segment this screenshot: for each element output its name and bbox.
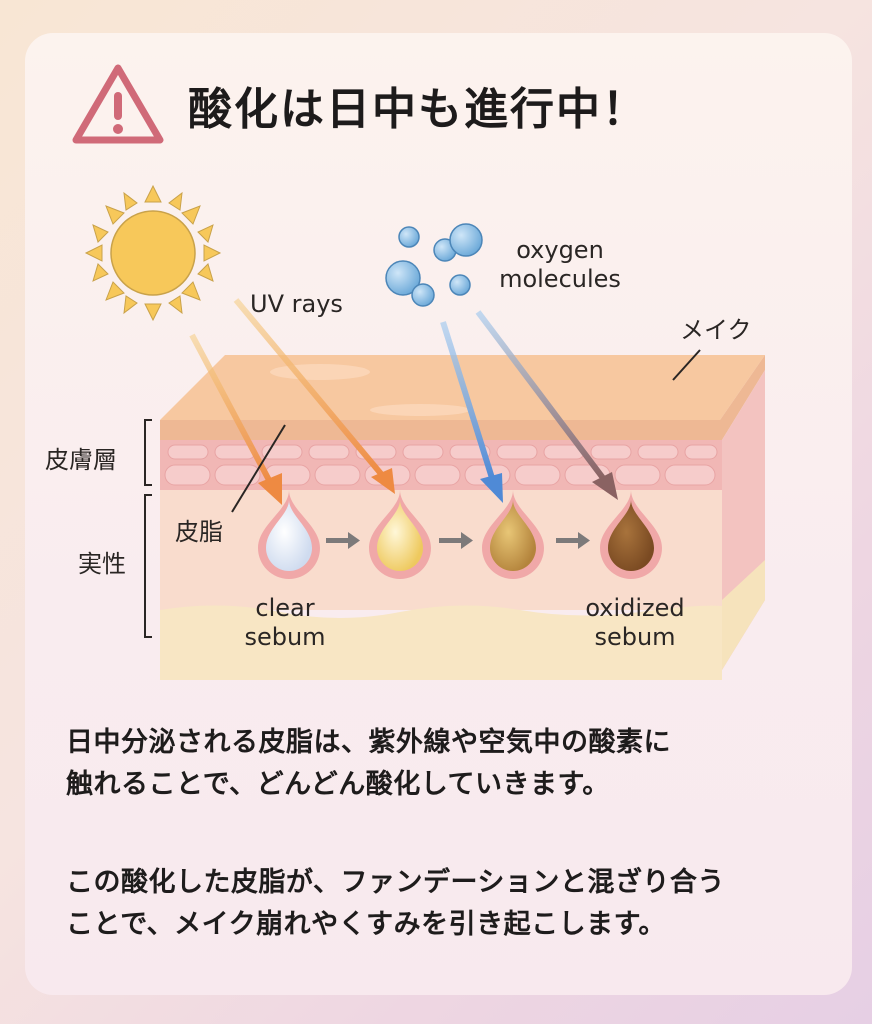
- paragraph-1: 日中分泌される皮脂は、紫外線や空気中の酸素に 触れることで、どんどん酸化していき…: [66, 727, 671, 800]
- droplet-yellowing: [369, 490, 431, 579]
- paragraph-2: この酸化した皮脂が、ファンデーションと混ざり合う ことで、メイク崩れやくすみを引…: [66, 867, 725, 940]
- oxygen-arrow-2: [475, 310, 618, 500]
- skin-layer-label: 皮膚層: [45, 446, 117, 474]
- oxygen-molecules-label: oxygen molecules: [499, 236, 621, 293]
- makeup-label: メイク: [680, 316, 752, 344]
- skin-oxidation-diagram: [84, 184, 765, 680]
- uv-rays-label: UV rays: [250, 290, 343, 318]
- dermis-label: 実性: [78, 550, 126, 578]
- oxygen-arrow-1: [440, 321, 503, 503]
- clear-sebum-label: clear sebum: [244, 594, 326, 651]
- droplet-amber: [482, 490, 544, 579]
- uv-arrow-2: [233, 298, 395, 494]
- warning-triangle-icon: [72, 64, 164, 144]
- sebum-label: 皮脂: [175, 518, 223, 546]
- uv-arrow-1: [189, 333, 282, 505]
- sebum-droplets: [258, 490, 662, 579]
- sun-icon: [84, 184, 222, 322]
- page-title: 酸化は日中も進行中！: [188, 84, 648, 135]
- progress-arrows: [326, 532, 590, 549]
- droplet-oxidized: [600, 490, 662, 579]
- droplet-clear: [258, 490, 320, 579]
- header: 酸化は日中も進行中！: [70, 60, 648, 150]
- oxidized-sebum-label: oxidized sebum: [585, 594, 685, 651]
- oxygen-molecules-icon: [385, 223, 483, 307]
